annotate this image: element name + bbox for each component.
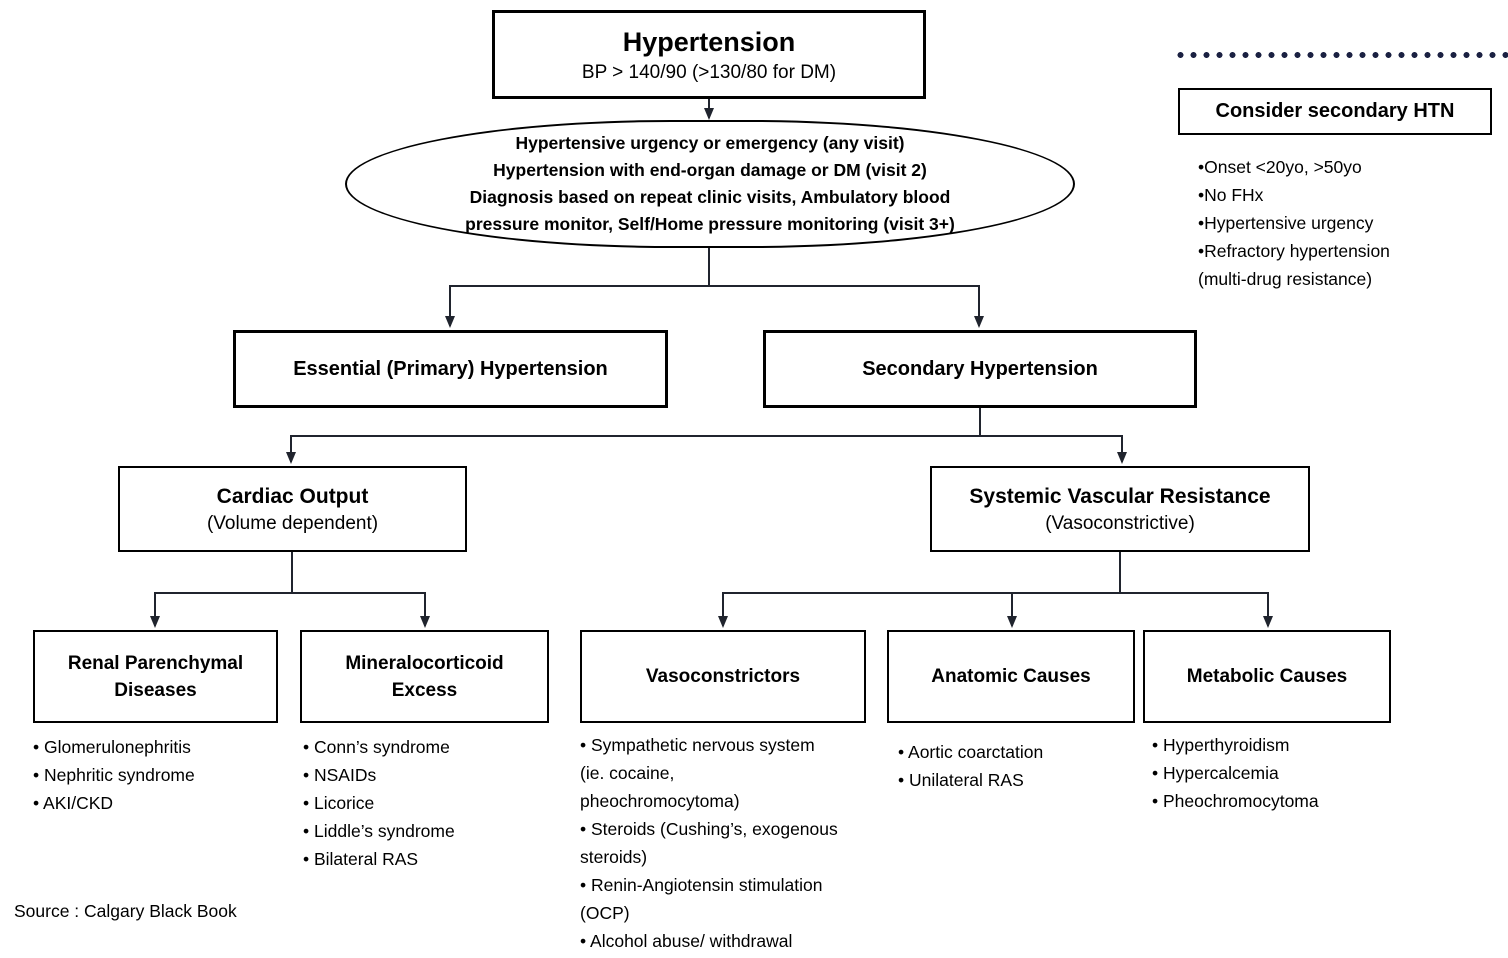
node-cardiac-output: Cardiac Output (Volume dependent) bbox=[118, 466, 467, 552]
node-cardiac-output-title: Cardiac Output bbox=[216, 484, 369, 508]
list-item: • Steroids (Cushing’s, exogenous steroid… bbox=[580, 819, 838, 867]
renal-examples-list: • Glomerulonephritis • Nephritic syndrom… bbox=[33, 733, 295, 817]
node-diagnosis-criteria: Hypertensive urgency or emergency (any v… bbox=[345, 120, 1075, 248]
list-item: • Unilateral RAS bbox=[898, 770, 1024, 790]
list-item: • Glomerulonephritis bbox=[33, 737, 191, 757]
criteria-line: Hypertension with end-organ damage or DM… bbox=[493, 160, 927, 180]
node-metabolic-causes: Metabolic Causes bbox=[1143, 630, 1391, 723]
list-item: • AKI/CKD bbox=[33, 793, 114, 813]
side-panel-list: •Onset <20yo, >50yo •No FHx •Hypertensiv… bbox=[1198, 153, 1498, 293]
node-secondary-label: Secondary Hypertension bbox=[862, 357, 1098, 380]
list-item: • Renin-Angiotensin stimulation (OCP) bbox=[580, 875, 823, 923]
criteria-line: Diagnosis based on repeat clinic visits,… bbox=[469, 187, 951, 207]
list-item: • Liddle’s syndrome bbox=[303, 821, 455, 841]
side-panel-item: •Refractory hypertension (multi-drug res… bbox=[1198, 241, 1390, 289]
criteria-line: Hypertensive urgency or emergency (any v… bbox=[515, 133, 905, 153]
side-panel-item: •Hypertensive urgency bbox=[1198, 213, 1374, 233]
side-panel-title: Consider secondary HTN bbox=[1215, 100, 1455, 122]
list-item: • Pheochromocytoma bbox=[1152, 791, 1319, 811]
node-consider-secondary-htn: Consider secondary HTN bbox=[1178, 88, 1492, 135]
node-renal-parenchymal-diseases: Renal Parenchymal Diseases bbox=[33, 630, 278, 723]
node-cardiac-output-subtitle: (Volume dependent) bbox=[206, 512, 379, 534]
side-panel-item: •Onset <20yo, >50yo bbox=[1198, 157, 1362, 177]
list-item: • Licorice bbox=[303, 793, 375, 813]
cause-title: Metabolic Causes bbox=[1186, 666, 1348, 687]
list-item: • Nephritic syndrome bbox=[33, 765, 195, 785]
list-item: • Hypercalcemia bbox=[1152, 763, 1279, 783]
node-hypertension-title: Hypertension bbox=[622, 26, 796, 57]
node-anatomic-causes: Anatomic Causes bbox=[887, 630, 1135, 723]
node-secondary-hypertension: Secondary Hypertension bbox=[763, 330, 1197, 408]
node-essential-hypertension: Essential (Primary) Hypertension bbox=[233, 330, 668, 408]
mineralocorticoid-examples-list: • Conn’s syndrome • NSAIDs • Licorice • … bbox=[303, 733, 575, 873]
cause-title: Vasoconstrictors bbox=[645, 666, 801, 687]
list-item: • Bilateral RAS bbox=[303, 849, 419, 869]
list-item: • Conn’s syndrome bbox=[303, 737, 450, 757]
cause-title: Anatomic Causes bbox=[931, 666, 1091, 687]
source-note: Source : Calgary Black Book bbox=[14, 901, 237, 921]
node-hypertension-criteria: BP > 140/90 (>130/80 for DM) bbox=[581, 61, 837, 83]
node-hypertension: Hypertension BP > 140/90 (>130/80 for DM… bbox=[492, 10, 926, 99]
node-systemic-vascular-resistance: Systemic Vascular Resistance (Vasoconstr… bbox=[930, 466, 1310, 552]
dotted-divider bbox=[1174, 51, 1508, 59]
metabolic-examples-list: • Hyperthyroidism • Hypercalcemia • Pheo… bbox=[1152, 731, 1404, 815]
list-item: • Alcohol abuse/ withdrawal bbox=[580, 931, 793, 951]
list-item: • Aortic coarctation bbox=[898, 742, 1044, 762]
node-mineralocorticoid-excess: Mineralocorticoid Excess bbox=[300, 630, 549, 723]
criteria-line: pressure monitor, Self/Home pressure mon… bbox=[465, 214, 955, 234]
node-svr-subtitle: (Vasoconstrictive) bbox=[1045, 512, 1195, 534]
list-item: • Hyperthyroidism bbox=[1152, 735, 1290, 755]
node-essential-label: Essential (Primary) Hypertension bbox=[293, 357, 608, 380]
side-panel-item: •No FHx bbox=[1198, 185, 1264, 205]
node-vasoconstrictors: Vasoconstrictors bbox=[580, 630, 866, 723]
vasoconstrictors-examples-list: • Sympathetic nervous system (ie. cocain… bbox=[580, 731, 892, 955]
anatomic-examples-list: • Aortic coarctation • Unilateral RAS bbox=[898, 738, 1140, 794]
node-svr-title: Systemic Vascular Resistance bbox=[969, 484, 1271, 508]
cause-title: Mineralocorticoid Excess bbox=[345, 652, 504, 701]
cause-title: Renal Parenchymal Diseases bbox=[67, 652, 244, 701]
list-item: • NSAIDs bbox=[303, 765, 377, 785]
list-item: • Sympathetic nervous system (ie. cocain… bbox=[580, 735, 815, 811]
